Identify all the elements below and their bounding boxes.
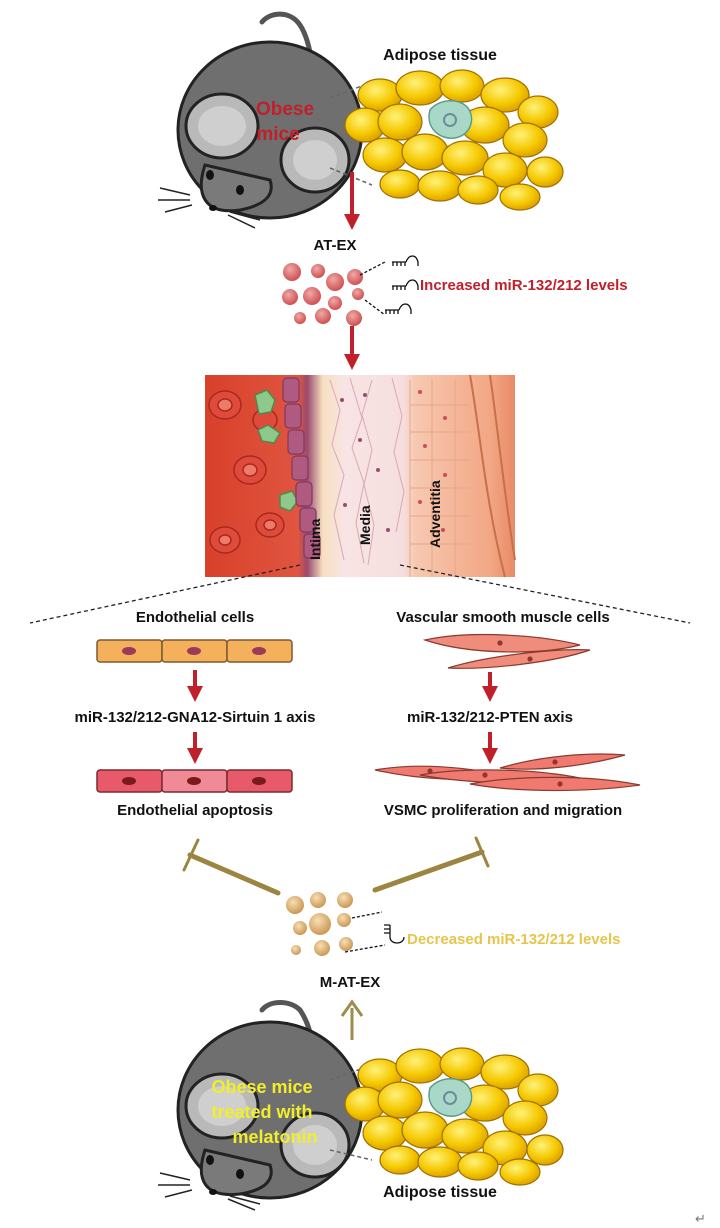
left-axis-label: miR-132/212-GNA12-Sirtuin 1 axis [75,709,316,726]
endothelial-cells-icon [96,639,293,663]
inhibit-proliferation-line [372,836,490,893]
vsmc-outcome-label: VSMC proliferation and migration [384,802,622,819]
bottom-adipose-tissue-icon [344,1047,564,1186]
bottom-mouse-icon [158,1000,364,1211]
at-ex-mirna-icon [359,255,419,316]
arrow-mouse-to-m-at-ex [340,999,364,1040]
return-mark-glyph: ↵ [695,1211,706,1226]
vessel-layer-intima: Intima [307,519,323,560]
increased-mirna-label: Increased miR-132/212 levels [420,277,628,294]
top-mouse-icon [158,11,364,229]
at-ex-vesicles-icon [282,263,364,326]
m-at-ex-label: M-AT-EX [320,974,381,991]
m-at-ex-vesicles-icon [286,892,353,956]
top-adipose-label: Adipose tissue [383,47,497,64]
vessel-layer-media: Media [357,505,373,545]
inhibit-apoptosis-line [182,838,281,896]
bottom-mouse-label-line3: melatonin [232,1127,317,1147]
top-adipose-tissue-icon [344,69,564,211]
vessel-wall-illustration [205,374,516,578]
vsmc-label: Vascular smooth muscle cells [396,609,609,626]
top-mouse-label-line2: mice [256,124,299,145]
top-mouse-label-line1: Obese [256,99,314,120]
m-at-ex-mirna-icon [344,911,405,953]
vsmc-icon [422,633,591,669]
endothelial-cells-label: Endothelial cells [136,609,254,626]
apoptotic-endothelial-cells-icon [96,769,293,793]
right-axis-label: miR-132/212-PTEN axis [407,709,573,726]
proliferating-vsmc-icon [374,753,641,792]
bottom-mouse-label-line1: Obese mice [211,1077,312,1097]
endothelial-apoptosis-label: Endothelial apoptosis [117,802,273,819]
vessel-zoom-lines [29,564,691,624]
at-ex-label: AT-EX [313,237,356,254]
decreased-mirna-label: Decreased miR-132/212 levels [407,931,620,948]
bottom-adipose-label: Adipose tissue [383,1184,497,1201]
bottom-mouse-label-line2: treated with [211,1102,312,1122]
vessel-layer-adventitia: Adventitia [427,480,443,548]
